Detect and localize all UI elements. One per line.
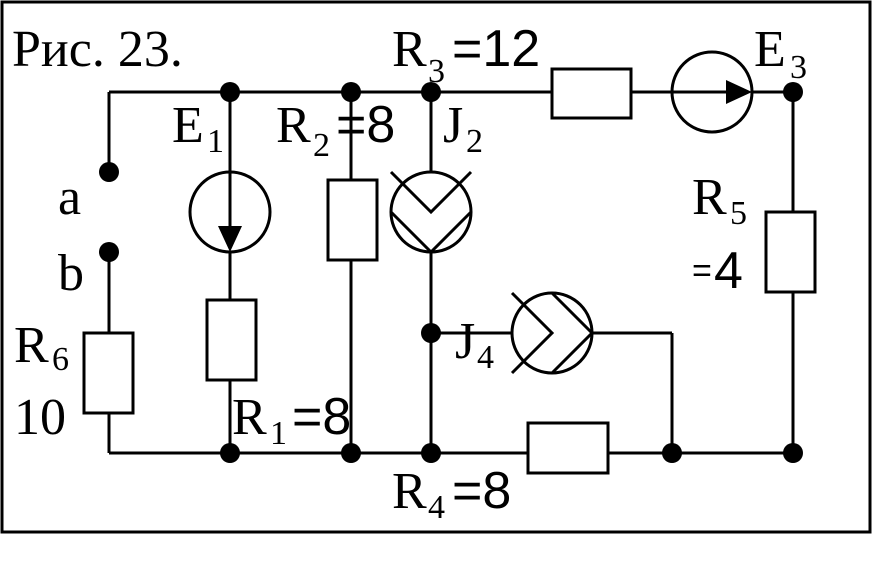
e1-subscript: 1 [207,123,224,160]
terminal-b-node [99,242,119,262]
label-j4: J 4 [455,313,494,376]
r4-value: =8 [452,462,511,520]
terminal-b-label: b [58,245,84,302]
label-j2: J 2 [443,97,483,160]
resistor-r3 [550,67,633,120]
resistor-r6 [82,331,135,415]
j4-chevron-left-icon [510,291,555,375]
r2-letter: R [276,97,311,154]
label-e3: E 3 [754,21,807,86]
label-r5: R 5 = 4 [692,169,747,300]
j2-letter: J [443,97,463,154]
r2-subscript: 2 [313,127,330,164]
figure-label: Рис. 23. [12,21,183,78]
resistor-r4 [526,421,610,475]
node-bottom-j2 [421,443,441,463]
j4-chevron-right-icon [550,291,595,375]
j4-subscript: 4 [477,339,494,376]
node-top-e1 [220,82,240,102]
r6-subscript: 6 [52,341,69,378]
node-bottom-r1 [220,443,240,463]
label-r2: R 2 =8 [276,96,395,164]
current-source-j4 [510,291,595,375]
r3-subscript: 3 [428,53,445,90]
label-r4: R 4 =8 [392,462,511,526]
node-top-r2 [341,82,361,102]
e3-letter: E [754,21,786,78]
node-bottom-right [783,443,803,463]
r6-value: 10 [14,389,66,446]
r2-value: =8 [336,96,395,154]
wiring [107,90,795,455]
r1-letter: R [232,389,267,446]
j4-letter: J [455,313,475,370]
resistor-r5 [764,210,817,294]
r5-value-num: 4 [714,242,743,300]
r3-letter: R [392,21,427,78]
r1-subscript: 1 [270,415,287,452]
resistor-r1 [205,298,258,382]
r5-value-eq: = [692,252,712,290]
j2-chevron-upper-icon [389,170,473,215]
r5-letter: R [692,169,727,226]
j2-subscript: 2 [466,123,483,160]
r3-value: =12 [452,20,540,78]
node-top-j2 [421,82,441,102]
j2-chevron-lower-icon [389,210,473,255]
terminal-a-node [99,162,119,182]
label-e1: E 1 [172,97,224,160]
label-r3: R 3 =12 [392,20,540,90]
voltage-source-e3 [670,50,754,134]
r4-letter: R [392,463,427,520]
e3-subscript: 3 [790,49,807,86]
e1-arrow-head-icon [218,226,242,252]
node-top-right [783,82,803,102]
e1-letter: E [172,97,204,154]
resistor-r2 [326,178,379,262]
r1-value: =8 [292,388,351,446]
figure-frame [0,0,872,534]
node-bottom-j4 [662,443,682,463]
node-bottom-r2 [341,443,361,463]
voltage-source-e1 [188,170,272,254]
terminal-a-label: a [58,169,81,226]
node-j4 [421,323,441,343]
r5-subscript: 5 [730,195,747,232]
r6-letter: R [14,317,49,374]
current-source-j2 [389,170,473,255]
label-r1: R 1 =8 [232,388,351,452]
e3-arrow-head-icon [726,80,752,104]
r4-subscript: 4 [428,489,445,526]
label-r6: R 6 10 [14,317,69,446]
nodes [99,82,803,463]
